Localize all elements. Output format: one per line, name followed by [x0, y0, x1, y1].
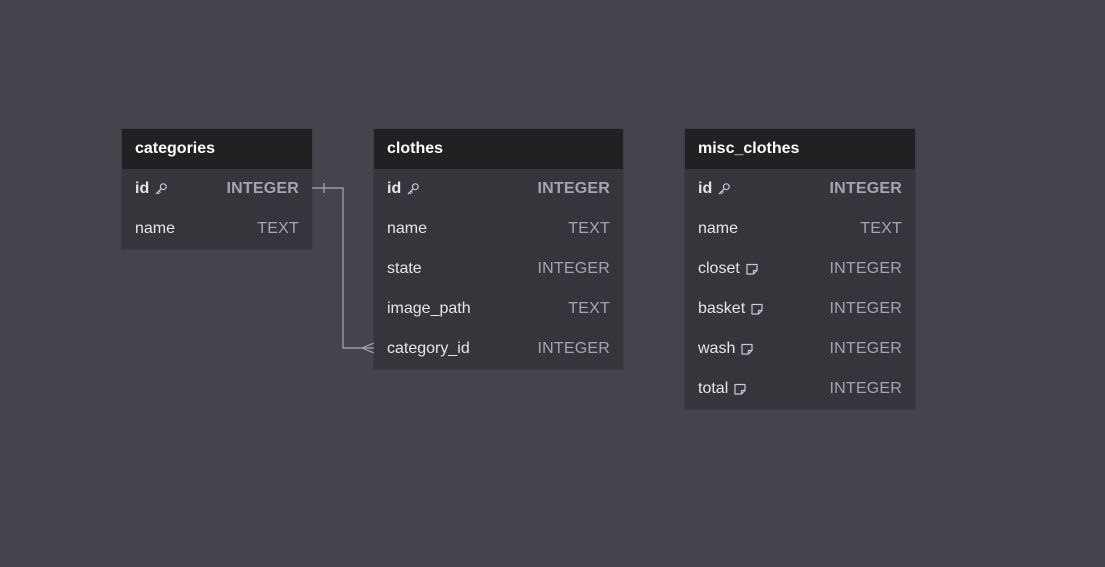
- column-field: name: [698, 220, 738, 238]
- column-field: state: [387, 260, 422, 278]
- table-header[interactable]: misc_clothes: [685, 129, 915, 169]
- column-type: TEXT: [568, 300, 610, 317]
- column-type: INTEGER: [226, 180, 299, 197]
- column-type: INTEGER: [829, 380, 902, 397]
- table-title: categories: [135, 140, 216, 157]
- column-row-name[interactable]: name TEXT: [685, 209, 915, 249]
- table-categories[interactable]: categories id INTEGER name TEXT: [122, 129, 312, 249]
- column-name: state: [387, 260, 422, 277]
- column-field: category_id: [387, 340, 470, 358]
- table-title: clothes: [387, 140, 444, 157]
- column-field: id: [387, 180, 420, 198]
- column-type: INTEGER: [829, 300, 902, 317]
- column-field: image_path: [387, 300, 471, 318]
- column-field: id: [698, 180, 731, 198]
- column-row-name[interactable]: name TEXT: [374, 209, 623, 249]
- column-type: INTEGER: [829, 340, 902, 357]
- column-name: id: [698, 180, 713, 197]
- column-name: id: [387, 180, 402, 197]
- column-row-category-id[interactable]: category_id INTEGER: [374, 329, 623, 369]
- note-icon: [750, 302, 764, 316]
- column-name: name: [387, 220, 428, 237]
- table-header[interactable]: categories: [122, 129, 312, 169]
- column-row-wash[interactable]: wash INTEGER: [685, 329, 915, 369]
- column-field: wash: [698, 340, 754, 358]
- column-name: basket: [698, 300, 746, 317]
- column-row-id[interactable]: id INTEGER: [122, 169, 312, 209]
- note-icon: [733, 382, 747, 396]
- column-row-name[interactable]: name TEXT: [122, 209, 312, 249]
- table-rows: id INTEGER name TEXT: [122, 169, 312, 249]
- column-field: id: [135, 180, 168, 198]
- column-type: INTEGER: [537, 340, 610, 357]
- table-title: misc_clothes: [698, 140, 800, 157]
- column-field: closet: [698, 260, 759, 278]
- relation-many-marker-bottom: [361, 347, 375, 354]
- column-type: TEXT: [568, 220, 610, 237]
- column-field: name: [135, 220, 175, 238]
- column-row-basket[interactable]: basket INTEGER: [685, 289, 915, 329]
- column-name: name: [135, 220, 176, 237]
- relation-categories-clothes: [311, 187, 374, 349]
- column-type: TEXT: [257, 220, 299, 237]
- column-type: INTEGER: [537, 180, 610, 197]
- column-type: INTEGER: [829, 180, 902, 197]
- note-icon: [740, 342, 754, 356]
- column-row-total[interactable]: total INTEGER: [685, 369, 915, 409]
- column-field: total: [698, 380, 747, 398]
- column-name: id: [135, 180, 150, 197]
- relation-many-marker-top: [361, 342, 375, 349]
- column-row-id[interactable]: id INTEGER: [374, 169, 623, 209]
- table-header[interactable]: clothes: [374, 129, 623, 169]
- column-row-closet[interactable]: closet INTEGER: [685, 249, 915, 289]
- column-name: total: [698, 380, 729, 397]
- column-name: wash: [698, 340, 736, 357]
- note-icon: [745, 262, 759, 276]
- column-row-state[interactable]: state INTEGER: [374, 249, 623, 289]
- column-name: closet: [698, 260, 740, 277]
- column-type: TEXT: [860, 220, 902, 237]
- column-row-id[interactable]: id INTEGER: [685, 169, 915, 209]
- column-name: category_id: [387, 340, 470, 357]
- column-type: INTEGER: [829, 260, 902, 277]
- key-icon: [406, 182, 420, 196]
- key-icon: [717, 182, 731, 196]
- column-type: INTEGER: [537, 260, 610, 277]
- key-icon: [154, 182, 168, 196]
- column-field: name: [387, 220, 427, 238]
- column-row-image-path[interactable]: image_path TEXT: [374, 289, 623, 329]
- column-field: basket: [698, 300, 764, 318]
- column-name: image_path: [387, 300, 471, 317]
- column-name: name: [698, 220, 739, 237]
